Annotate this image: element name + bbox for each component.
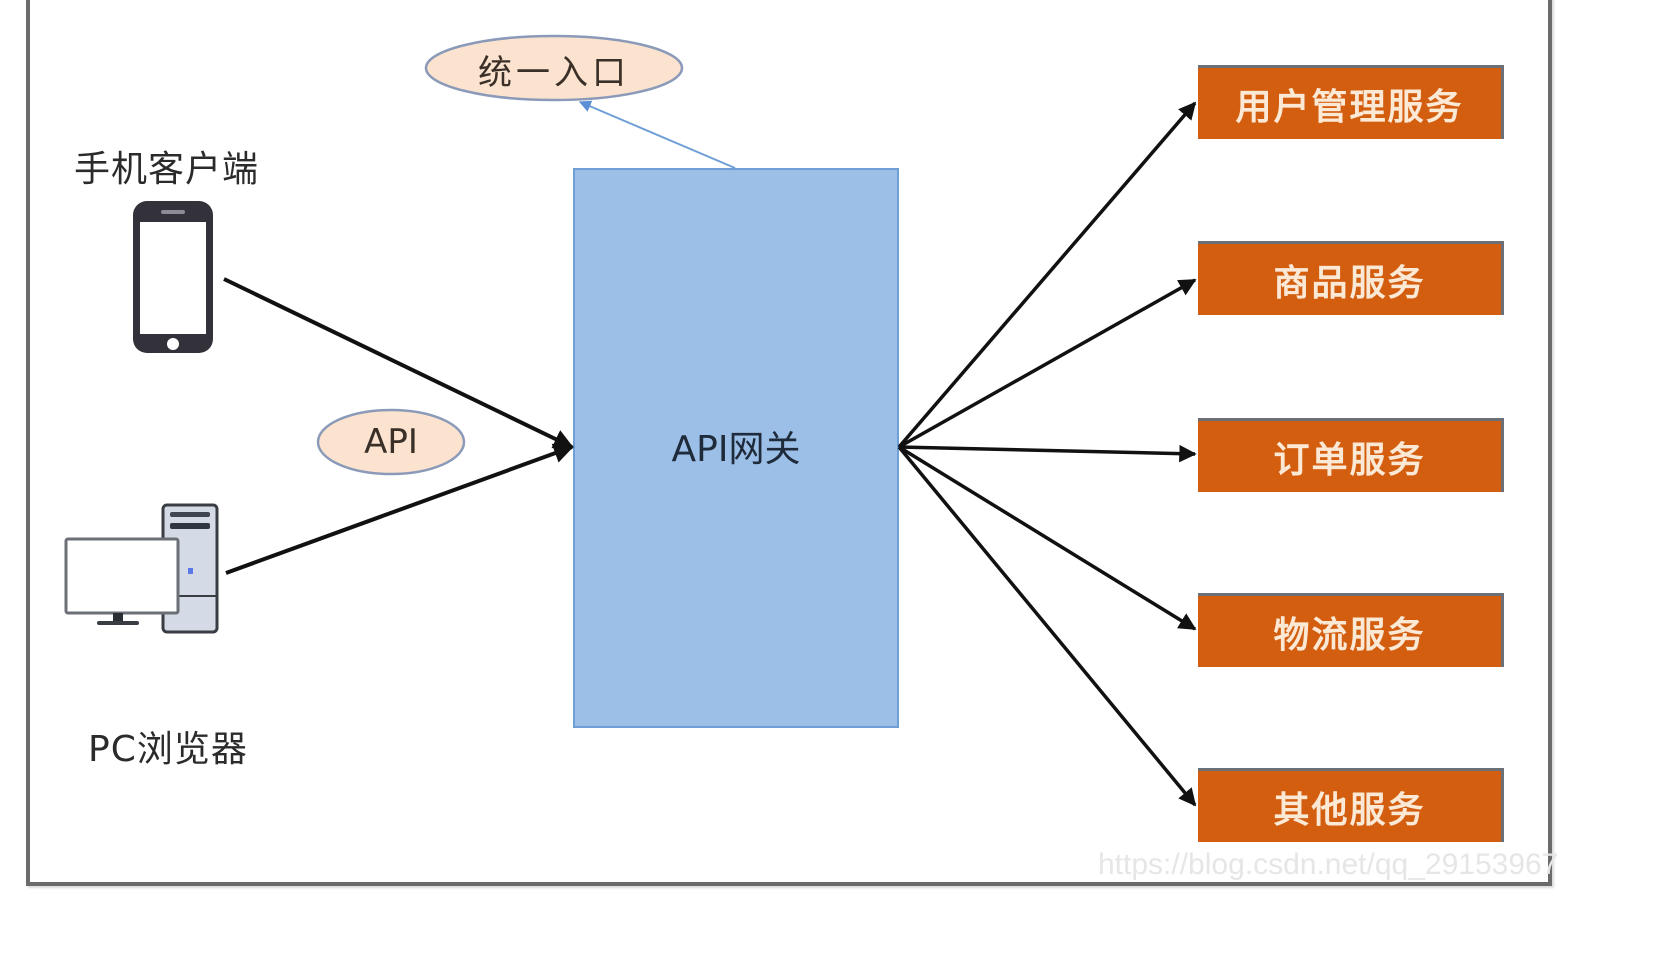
edge-gateway-to-user-service <box>897 101 1197 449</box>
service-logistics[interactable]: 物流服务 <box>1198 593 1504 667</box>
mobile-client-label: 手机客户端 <box>74 149 260 190</box>
edge-gateway-to-entry <box>578 100 736 169</box>
edge-gateway-to-product-service <box>898 278 1197 449</box>
edge-gateway-to-order-service <box>898 444 1197 463</box>
edge-gateway-to-logistics-service <box>898 445 1197 631</box>
entry-ellipse <box>424 34 684 102</box>
desktop-computer-icon <box>64 503 219 634</box>
edge-gateway-to-other-service <box>897 445 1197 807</box>
api-gateway-label: API网关 <box>671 429 801 470</box>
smartphone-icon <box>133 201 213 353</box>
unified-entry-label: 统一入口 <box>478 52 630 93</box>
service-order[interactable]: 订单服务 <box>1198 418 1504 492</box>
service-product[interactable]: 商品服务 <box>1198 241 1504 315</box>
service-other[interactable]: 其他服务 <box>1198 768 1504 842</box>
pc-browser-label: PC浏览器 <box>88 729 248 770</box>
api-label: API <box>364 422 418 462</box>
api-ellipse <box>316 408 466 476</box>
service-user-management[interactable]: 用户管理服务 <box>1198 65 1504 139</box>
edge-pc-to-gateway <box>225 443 574 575</box>
api-gateway-box[interactable] <box>573 168 899 728</box>
watermark: https://blog.csdn.net/qq_29153967 <box>1098 848 1559 881</box>
edge-mobile-to-gateway <box>223 277 574 449</box>
